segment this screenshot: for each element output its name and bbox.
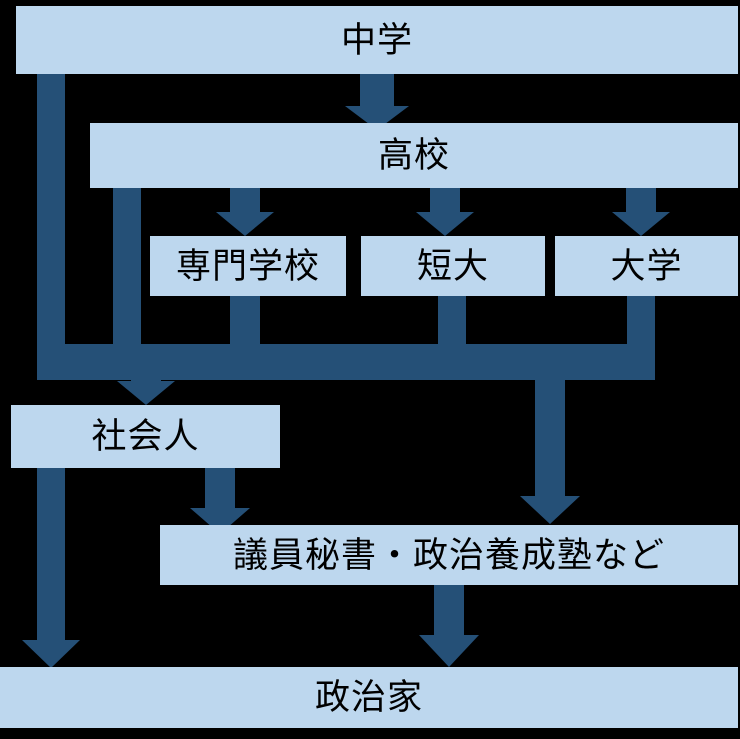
node-senmon-label: 専門学校 bbox=[175, 246, 320, 286]
node-koko-label: 高校 bbox=[377, 136, 450, 175]
edge-giin-to-seijika-shaft bbox=[434, 585, 464, 635]
edge-junction-to-shakaijin-head bbox=[117, 381, 175, 405]
edge-koko-to-tandai-shaft bbox=[430, 188, 460, 212]
edge-daigaku-to-giin-head bbox=[520, 496, 580, 524]
edge-senmon-down-trunk bbox=[230, 296, 260, 344]
edge-koko-to-senmon-head bbox=[216, 212, 274, 236]
node-koko[interactable]: 高校 bbox=[90, 123, 738, 188]
node-daigaku-label: 大学 bbox=[610, 246, 683, 286]
edge-koko-to-senmon-shaft bbox=[230, 188, 260, 212]
edge-koko-to-daigaku-head bbox=[612, 212, 670, 236]
edge-koko-left-trunk bbox=[113, 188, 141, 344]
edge-shakaijin-to-seijika-head bbox=[22, 640, 80, 668]
node-chugaku-label: 中学 bbox=[340, 20, 413, 60]
node-daigaku[interactable]: 大学 bbox=[555, 236, 738, 296]
node-tandai[interactable]: 短大 bbox=[361, 236, 545, 296]
edge-chugaku-to-koko-shaft bbox=[360, 74, 394, 106]
edge-daigaku-down-trunk bbox=[627, 296, 655, 344]
node-shakaijin[interactable]: 社会人 bbox=[11, 405, 280, 468]
junction-bar-to-shakaijin bbox=[37, 344, 655, 380]
edge-shakaijin-to-giin-shaft bbox=[205, 468, 235, 508]
node-tandai-label: 短大 bbox=[416, 246, 489, 286]
node-senmon[interactable]: 専門学校 bbox=[150, 236, 346, 296]
node-shakaijin-label: 社会人 bbox=[91, 417, 200, 456]
edge-tandai-down-trunk bbox=[438, 296, 466, 344]
node-chugaku[interactable]: 中学 bbox=[16, 6, 738, 74]
node-seijika[interactable]: 政治家 bbox=[0, 667, 738, 728]
edge-koko-to-tandai-head bbox=[416, 212, 474, 236]
edge-daigaku-to-giin-shaft bbox=[535, 380, 565, 496]
node-giin-label: 議員秘書・政治養成塾など bbox=[232, 535, 665, 575]
node-giin[interactable]: 議員秘書・政治養成塾など bbox=[160, 525, 738, 585]
node-seijika-label: 政治家 bbox=[314, 678, 423, 717]
edge-shakaijin-to-seijika-shaft bbox=[37, 468, 65, 640]
edge-giin-to-seijika-head bbox=[419, 635, 479, 667]
edge-koko-to-daigaku-shaft bbox=[626, 188, 656, 212]
edge-chugaku-left-trunk bbox=[37, 74, 65, 344]
